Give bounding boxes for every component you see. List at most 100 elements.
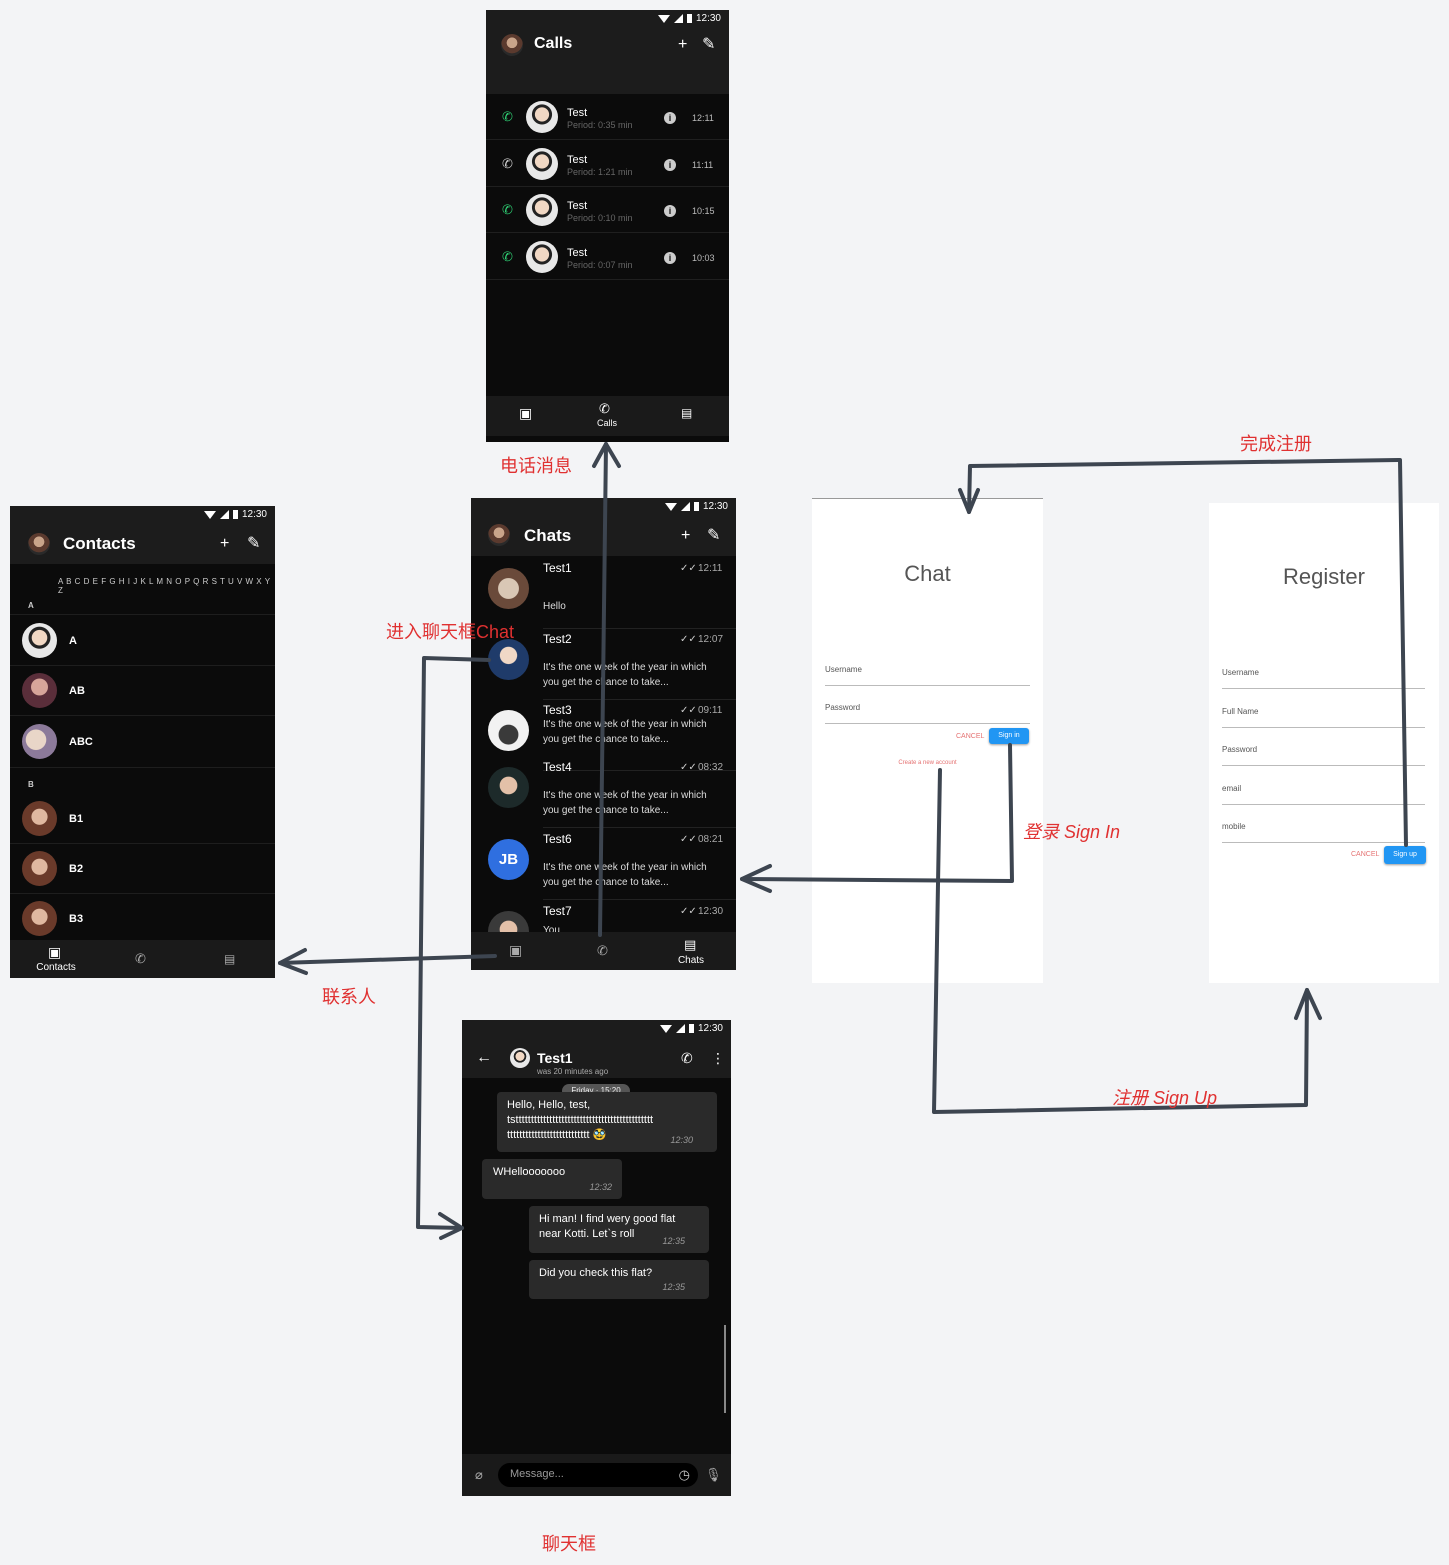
contact-avatar[interactable]	[22, 724, 57, 759]
create-account-link[interactable]: Create a new account	[898, 760, 957, 766]
profile-avatar[interactable]	[488, 524, 510, 546]
wifi-icon	[657, 14, 670, 23]
message-input[interactable]: Message... ◷	[498, 1463, 698, 1487]
divider	[10, 893, 275, 894]
calls-nav-label[interactable]: Calls	[596, 418, 617, 428]
phone-call-icon[interactable]: ✆	[681, 1050, 693, 1066]
caller-avatar[interactable]	[526, 101, 558, 133]
caller-avatar[interactable]	[526, 194, 558, 226]
contact-row[interactable]: B1	[10, 794, 275, 844]
signup-button[interactable]: Sign up	[1384, 846, 1426, 864]
add-icon[interactable]: +	[678, 36, 688, 53]
status-bar: 12:30	[659, 1023, 723, 1034]
contact-row[interactable]: B2	[10, 844, 275, 894]
chat-avatar[interactable]	[488, 639, 529, 680]
chat-preview-line1: It's the one week of the year in which	[543, 662, 707, 673]
arrow-chats-to-calls	[598, 442, 608, 937]
caller-avatar[interactable]	[526, 147, 558, 180]
contact-row[interactable]: AB	[10, 666, 275, 716]
chat-nav-icon[interactable]: ▤	[681, 406, 693, 420]
chat-nav-icon[interactable]: ▤	[684, 937, 697, 952]
add-icon[interactable]: +	[681, 527, 691, 544]
call-direction-icon: ✆	[502, 248, 513, 264]
profile-avatar[interactable]	[501, 34, 523, 56]
contact-avatar[interactable]	[22, 851, 57, 886]
register-field-input[interactable]	[1222, 803, 1425, 805]
chat-name: Test6	[543, 832, 572, 846]
register-field-input[interactable]	[1222, 765, 1425, 766]
phone-nav-icon[interactable]: ✆	[597, 943, 608, 958]
caller-avatar[interactable]	[526, 240, 558, 273]
profile-avatar[interactable]	[28, 533, 50, 555]
message-time: 12:30	[670, 1135, 693, 1145]
info-icon[interactable]: i	[664, 158, 676, 171]
mic-icon[interactable]: 🎙	[705, 1467, 722, 1482]
sticker-icon[interactable]: ◷	[678, 1467, 690, 1482]
chat-avatar-initials[interactable]: JB	[488, 839, 529, 880]
status-time: 12:30	[702, 501, 728, 512]
contacts-nav-label[interactable]: Contacts	[36, 962, 76, 973]
alphabet-index[interactable]: A B C D E F G H I J K L M N O P Q R S T …	[58, 577, 271, 595]
cancel-button[interactable]: CANCEL	[1351, 851, 1380, 858]
signin-button[interactable]: Sign in	[989, 728, 1029, 744]
edit-icon[interactable]: ✎	[702, 36, 716, 53]
contacts-nav-icon[interactable]: ▣	[519, 405, 533, 421]
password-field[interactable]	[825, 723, 1030, 724]
info-icon[interactable]: i	[664, 251, 676, 264]
signal-icon	[673, 14, 683, 23]
message-bubble[interactable]: Hello, Hello, test,tsttttttttttttttttttt…	[497, 1092, 717, 1152]
call-period: Period: 0:10 min	[567, 213, 633, 223]
chat-avatar[interactable]	[488, 568, 529, 609]
back-arrow-icon[interactable]: ←	[476, 1049, 492, 1066]
info-icon[interactable]: i	[664, 205, 676, 217]
contact-avatar[interactable]	[22, 901, 57, 936]
message-bubble[interactable]: Did you check this flat?12:35	[529, 1260, 709, 1299]
phone-nav-icon[interactable]: ✆	[135, 951, 146, 966]
battery-icon	[688, 1024, 694, 1033]
call-direction-icon: ✆	[502, 109, 513, 124]
chat-avatar[interactable]	[488, 767, 529, 808]
contacts-nav-icon[interactable]: ▣	[48, 944, 62, 960]
contact-avatar[interactable]	[22, 623, 57, 658]
enter-chat-annotation: 进入聊天框Chat	[386, 622, 515, 642]
register-field-input[interactable]	[1222, 842, 1425, 843]
contact-row[interactable]: ABC	[10, 717, 275, 768]
arrowhead-register	[1294, 988, 1322, 1020]
call-time: 10:15	[692, 206, 715, 216]
cancel-button[interactable]: CANCEL	[956, 733, 985, 740]
register-field-input[interactable]	[1222, 726, 1425, 728]
add-icon[interactable]: +	[220, 535, 230, 552]
scrollbar[interactable]	[724, 1325, 726, 1413]
contact-row[interactable]: A	[10, 616, 275, 666]
phone-nav-icon[interactable]: ✆	[599, 401, 610, 416]
chats-nav-label[interactable]: Chats	[677, 955, 705, 966]
read-check-icon: ✓✓	[680, 563, 697, 574]
contact-avatar[interactable]	[22, 673, 57, 708]
contact-avatar[interactable]	[22, 801, 57, 836]
attach-icon[interactable]: ⌀	[475, 1467, 483, 1482]
call-time: 11:11	[692, 159, 714, 170]
contact-row[interactable]: B3	[10, 894, 275, 944]
username-field[interactable]	[825, 685, 1030, 686]
more-menu-icon[interactable]: ⋮	[711, 1050, 725, 1066]
edit-icon[interactable]: ✎	[707, 527, 721, 544]
info-icon[interactable]: i	[664, 112, 676, 124]
chat-avatar[interactable]	[488, 710, 529, 751]
contact-avatar[interactable]	[510, 1048, 530, 1068]
edit-icon[interactable]: ✎	[247, 535, 261, 552]
register-field-input[interactable]	[1222, 688, 1425, 689]
signal-icon	[219, 510, 229, 519]
chat-nav-icon[interactable]: ▤	[224, 952, 236, 966]
contacts-nav-icon[interactable]: ▣	[509, 942, 523, 958]
